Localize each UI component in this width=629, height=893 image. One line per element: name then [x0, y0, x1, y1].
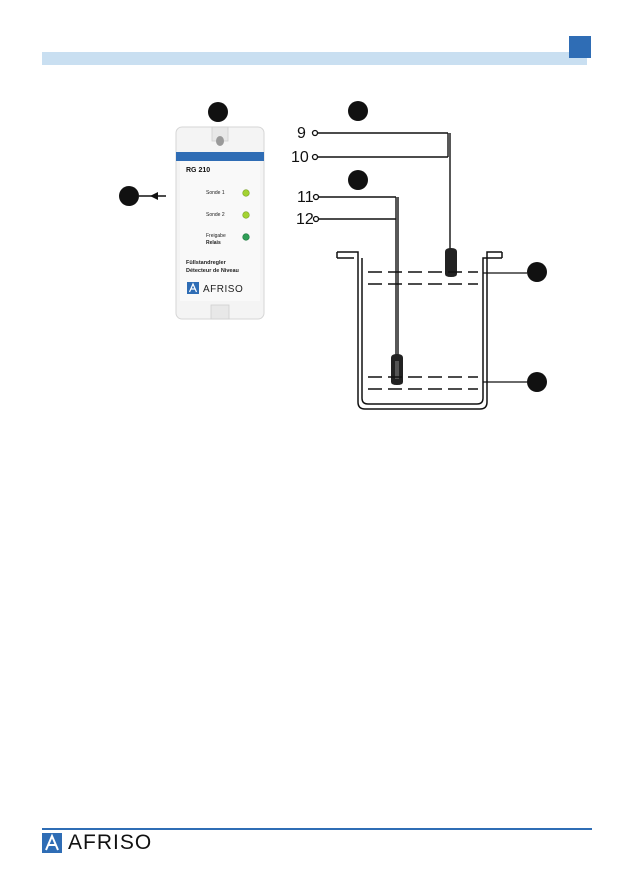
led-freigabe-icon	[242, 233, 250, 241]
terminal-12: 12	[296, 211, 314, 228]
footer-logo: AFRISO	[42, 831, 153, 854]
afriso-logo-icon	[42, 833, 62, 853]
device-brand: AFRISO	[203, 284, 243, 295]
callout-bullet	[208, 102, 228, 122]
callout-bullet	[527, 372, 547, 392]
device-desc-2: Détecteur de Niveau	[186, 268, 239, 274]
led-label-freigabe: Freigabe	[206, 233, 226, 239]
tank	[336, 251, 527, 410]
led-label-relais: Relais	[206, 240, 221, 246]
led-sonde2-icon	[242, 211, 250, 219]
callout-bullet	[119, 186, 139, 206]
device-rg210: RG 210 Sonde 1 Sonde 2 Freigabe Relais F…	[175, 126, 265, 320]
footer-divider	[42, 828, 592, 830]
arrow-icon	[150, 192, 158, 200]
terminal-11: 11	[297, 189, 314, 206]
probe-upper-icon	[445, 248, 457, 277]
led-label-sonde1: Sonde 1	[206, 190, 225, 196]
led-sonde1-icon	[242, 189, 250, 197]
footer-brand: AFRISO	[68, 831, 153, 854]
wiring-diagram: 9 10 11 12	[291, 125, 457, 385]
led-label-sonde2: Sonde 2	[206, 212, 225, 218]
callout-bullet	[348, 170, 368, 190]
header-band	[42, 52, 587, 65]
callout-bullet	[527, 262, 547, 282]
chapter-marker	[569, 36, 591, 58]
callout-bullet	[348, 101, 368, 121]
terminal-9: 9	[297, 125, 306, 142]
device-desc-1: Füllstandregler	[186, 260, 227, 266]
device-model: RG 210	[186, 167, 210, 174]
terminal-10: 10	[291, 149, 309, 166]
